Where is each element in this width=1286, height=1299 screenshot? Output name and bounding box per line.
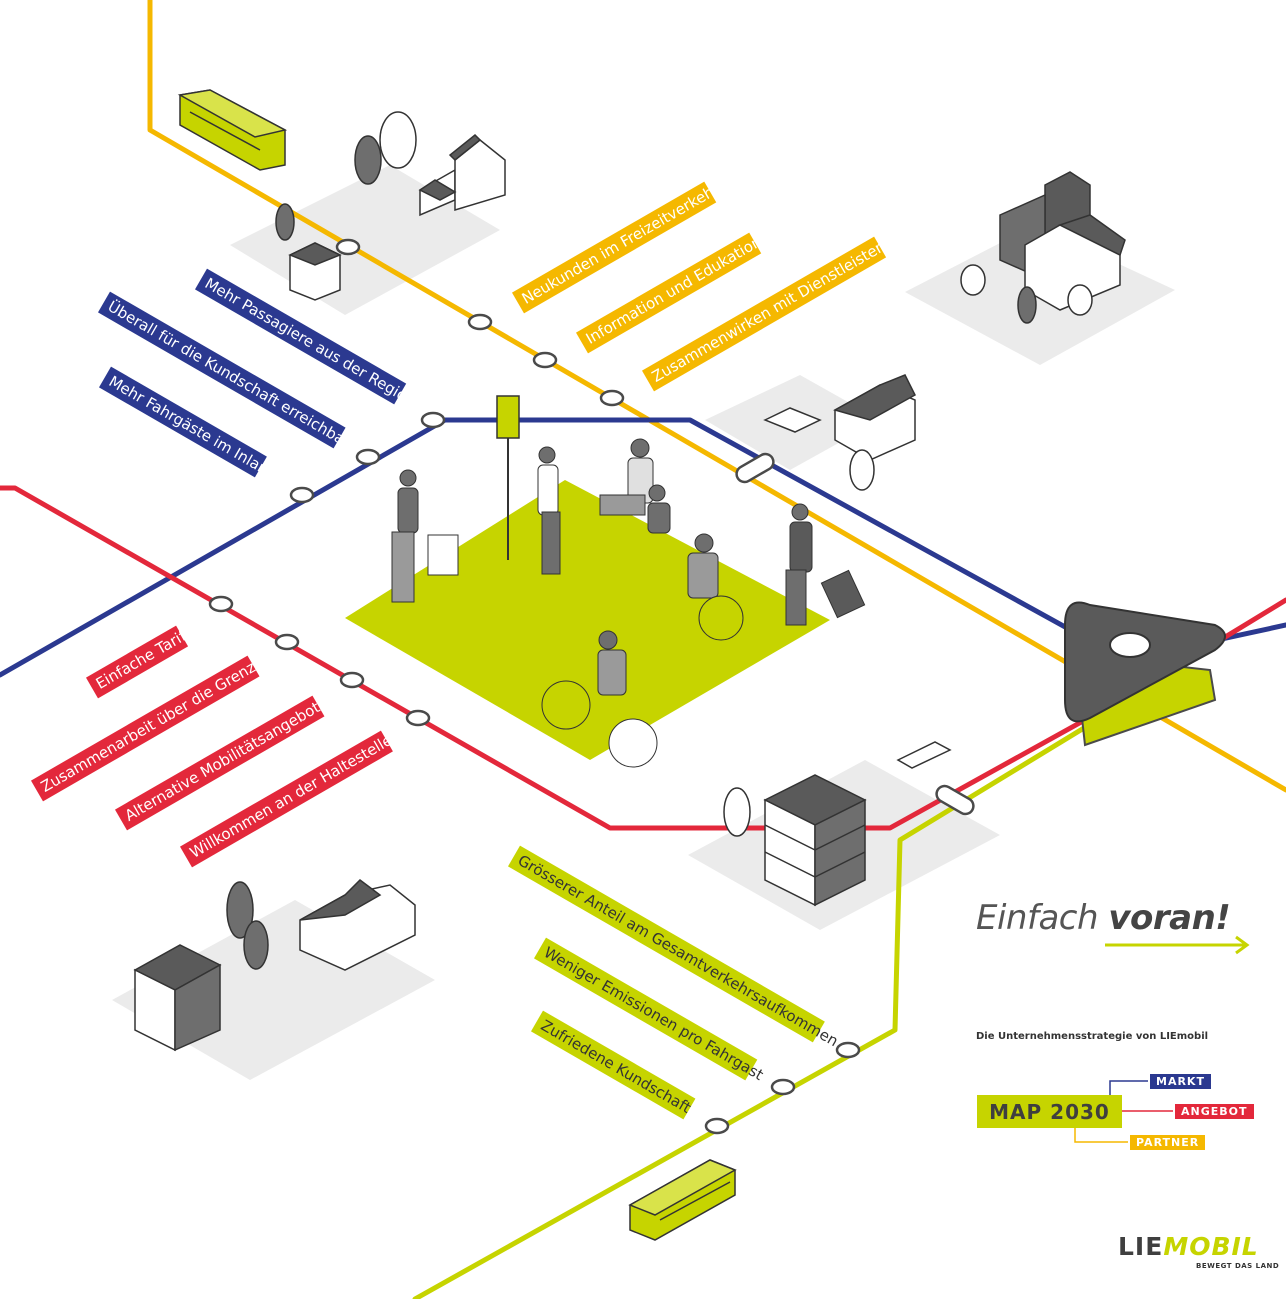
green-label-2: Weniger Emissionen pro Fahrgast	[541, 943, 767, 1084]
stop-sign	[496, 395, 520, 560]
liemobil-logo: LIEMOBIL	[1118, 1232, 1259, 1261]
strategy-connectors	[1074, 1080, 1173, 1143]
people	[391, 438, 866, 768]
slogan-arrow	[1105, 935, 1250, 955]
slogan-light: Einfach	[976, 898, 1099, 938]
stations	[208, 238, 975, 1135]
tag-partner: PARTNER	[1130, 1135, 1206, 1150]
red-labels: Einfache Tarife Zusammenarbeit über die …	[31, 622, 395, 868]
green-line	[412, 697, 1133, 1299]
bus-bottom	[628, 1159, 737, 1241]
yellow-label-3: Zusammenwirken mit Dienstleistern	[649, 234, 894, 386]
buildings	[133, 111, 1126, 1052]
tag-angebot: ANGEBOT	[1175, 1104, 1254, 1119]
logo-part-2: MOBIL	[1163, 1232, 1259, 1261]
yellow-labels: Neukunden im Freizeitverkehr Information…	[512, 179, 894, 392]
red-label-2: Zusammenarbeit über die Grenzen	[38, 649, 275, 796]
yellow-line	[147, 0, 1286, 793]
red-label-1: Einfache Tarife	[93, 622, 197, 693]
hub-station	[1064, 601, 1226, 747]
tag-markt: MARKT	[1150, 1074, 1211, 1089]
logo-claim: BEWEGT DAS LAND	[1196, 1262, 1280, 1270]
logo-part-1: LIE	[1118, 1232, 1164, 1261]
blue-label-2: Überall für die Kundschaft erreichbar	[105, 296, 355, 451]
bus-top	[177, 89, 288, 171]
strategy-subtitle: Die Unternehmensstrategie von LIEmobil	[976, 1031, 1209, 1042]
slogan-bold: voran!	[1108, 898, 1231, 938]
map-2030-badge: MAP 2030	[977, 1095, 1122, 1128]
central-square	[345, 480, 830, 760]
slogan: Einfach voran!	[976, 898, 1231, 938]
